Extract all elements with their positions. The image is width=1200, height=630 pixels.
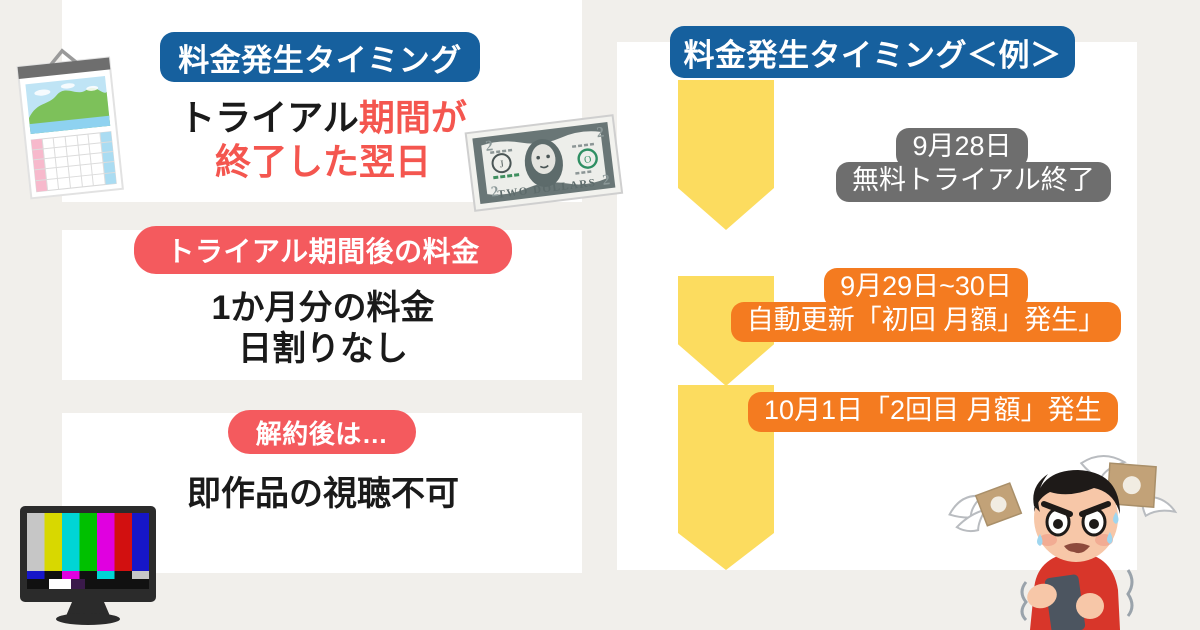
headline-1-line1-plain: トライアル — [179, 97, 359, 138]
svg-text:2: 2 — [602, 172, 611, 189]
badge-fee-timing-example: 料金発生タイミング＜例＞ — [670, 26, 1075, 78]
step-3-second-charge: 10月1日「2回目 月額」発生 — [748, 392, 1118, 433]
svg-text:O: O — [584, 154, 593, 166]
worried-boy-with-smartphone-icon — [930, 440, 1200, 630]
flying-money-left — [948, 482, 1023, 533]
step-1-trial-end: 9月28日 無料トライアル終了 — [836, 128, 1111, 203]
svg-text:2: 2 — [596, 124, 605, 141]
headline-fee-timing: トライアル期間が 終了した翌日 — [148, 96, 498, 184]
headline-3-line1: 即作品の視聴不可 — [187, 475, 459, 513]
badge-after-trial-fee: トライアル期間後の料金 — [134, 226, 512, 274]
step-2-auto-renew: 9月29日~30日 自動更新「初回 月額」発生」 — [728, 268, 1124, 343]
step-2-text: 自動更新「初回 月額」発生」 — [730, 302, 1122, 343]
step-1-text: 無料トライアル終了 — [836, 162, 1111, 203]
svg-text:2: 2 — [490, 184, 499, 201]
svg-text:J: J — [499, 159, 504, 170]
headline-1-line2: 終了した翌日 — [214, 140, 431, 182]
headline-2-line1: 1か月分の料金 — [211, 289, 435, 327]
two-dollar-bill-icon: J O 2 2 2 2 TWO DOL — [462, 112, 626, 216]
television-colorbars-icon — [14, 500, 162, 626]
headline-1-line1-accent: 期間が — [358, 97, 467, 138]
wall-calendar-icon — [6, 42, 132, 210]
step-3-text: 10月1日「2回目 月額」発生 — [748, 392, 1118, 433]
step-2-date: 9月29日~30日 — [824, 268, 1028, 309]
badge-fee-timing: 料金発生タイミング — [160, 32, 480, 82]
flying-money-right — [1079, 455, 1178, 518]
step-1-date: 9月28日 — [896, 128, 1028, 169]
headline-after-cancel: 即作品の視聴不可 — [148, 474, 498, 515]
headline-2-line2: 日割りなし — [238, 330, 408, 369]
headline-after-trial-fee: 1か月分の料金 日割りなし — [148, 288, 498, 371]
badge-after-cancel: 解約後は… — [228, 410, 416, 454]
svg-text:2: 2 — [485, 138, 494, 155]
